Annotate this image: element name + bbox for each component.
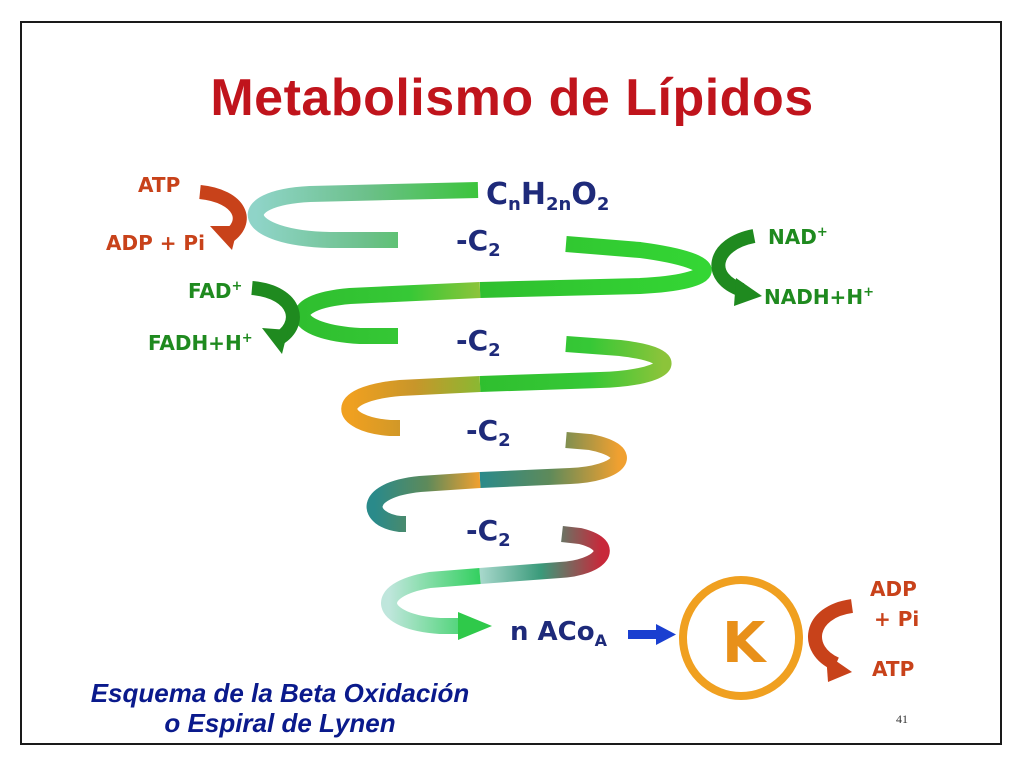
spiral-segment-3: [294, 282, 481, 344]
fadh-out-label: FADH+H+: [148, 331, 253, 355]
diagram-caption: Esquema de la Beta Oxidación o Espiral d…: [40, 678, 520, 738]
adp-out-label: ADP + Pi: [106, 231, 205, 255]
fad-arrowhead-icon: [262, 328, 288, 354]
nad-arrowhead-icon: [734, 278, 762, 306]
fad-in-label: FAD+: [188, 279, 242, 303]
cleavage-label-1: -C2: [456, 224, 501, 261]
spiral-segment-7: [366, 472, 481, 532]
cleavage-label-3: -C2: [466, 414, 511, 451]
atp-arrowhead-icon: [210, 226, 238, 250]
krebs-pi-label: + Pi: [874, 607, 919, 631]
spiral-ribbon: [247, 182, 712, 640]
krebs-atp-label: ATP: [872, 657, 914, 681]
spiral-segment-8: [479, 526, 610, 584]
spiral-segment-6: [479, 432, 627, 488]
spiral-segment-4: [479, 336, 672, 392]
krebs-cycle-circle: [679, 576, 803, 700]
krebs-atp-arrow-icon: [808, 599, 854, 671]
spiral-segment-2: [479, 236, 712, 298]
nad-in-label: NAD+: [768, 225, 828, 249]
nad-reduction-arrow-icon: [711, 229, 756, 297]
spiral-segment-9: [381, 568, 481, 634]
arrow-to-krebs-icon: [628, 624, 676, 645]
krebs-cycle-label: K: [722, 611, 768, 676]
atp-in-label: ATP: [138, 173, 180, 197]
cleavage-label-4: -C2: [466, 514, 511, 551]
slide-title: Metabolismo de Lípidos: [210, 69, 814, 127]
spiral-end-arrowhead: [458, 612, 492, 640]
fatty-acid-formula: CnH2nO2: [486, 177, 609, 215]
krebs-adp-label: ADP: [870, 577, 917, 601]
caption-line-2: o Espiral de Lynen: [164, 708, 396, 738]
spiral-segment-5: [341, 376, 481, 436]
acetyl-coa-label: n ACoA: [510, 617, 608, 650]
slide-number: 41: [896, 712, 908, 726]
spiral-segment-1: [247, 182, 479, 248]
cleavage-label-2: -C2: [456, 324, 501, 361]
krebs-atp-arrowhead-icon: [826, 654, 852, 682]
caption-line-1: Esquema de la Beta Oxidación: [90, 678, 470, 708]
nadh-out-label: NADH+H+: [764, 285, 874, 309]
